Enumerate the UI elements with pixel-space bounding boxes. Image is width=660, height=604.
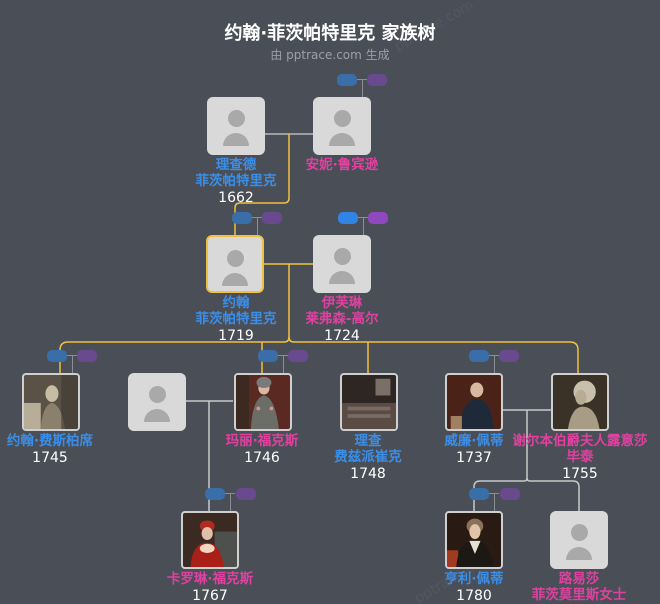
avatar-placeholder-icon xyxy=(333,248,351,265)
expand-mother-toggle[interactable] xyxy=(236,488,256,500)
person-surname[interactable]: 费兹派崔克 xyxy=(334,449,402,465)
person-year: 1719 xyxy=(218,328,254,344)
person-name[interactable]: 亨利·佩蒂 xyxy=(444,571,504,587)
toggle-connector xyxy=(363,217,364,235)
avatar-placeholder-icon xyxy=(226,250,244,267)
avatar-placeholder-icon xyxy=(148,386,166,403)
person-name[interactable]: 理查 xyxy=(354,433,382,449)
avatar-placeholder-icon xyxy=(570,524,588,541)
avatar-body xyxy=(222,273,248,286)
person-name[interactable]: 玛丽·福克斯 xyxy=(225,433,299,449)
portrait-image xyxy=(447,375,501,429)
person-year: 1745 xyxy=(32,450,68,466)
person-surname[interactable]: 菲茨帕特里克 xyxy=(195,173,277,189)
portrait-image xyxy=(183,513,237,567)
toggle-connector xyxy=(362,79,363,97)
person-card-caroline-fox[interactable] xyxy=(181,511,239,569)
person-year: 1662 xyxy=(218,190,254,206)
person-year: 1767 xyxy=(192,588,228,604)
expand-mother-toggle[interactable] xyxy=(77,350,97,362)
person-year: 1748 xyxy=(350,466,386,482)
avatar-body xyxy=(566,547,592,560)
person-card-anne-robinson[interactable] xyxy=(313,97,371,155)
person-name[interactable]: 威廉·佩蒂 xyxy=(444,433,504,449)
portrait-image xyxy=(342,375,396,429)
page-subtitle: 由 pptrace.com 生成 xyxy=(270,48,390,62)
avatar-body xyxy=(329,271,355,284)
expand-father-toggle[interactable] xyxy=(205,488,225,500)
person-year: 1755 xyxy=(562,466,598,482)
avatar-body xyxy=(144,409,170,422)
person-card-henry-petty[interactable] xyxy=(445,511,503,569)
person-name[interactable]: 路易莎 xyxy=(558,571,600,587)
person-card-evelyn-1724[interactable] xyxy=(313,235,371,293)
expand-mother-toggle[interactable] xyxy=(288,350,308,362)
person-surname[interactable]: 菲茨莫里斯女士 xyxy=(531,587,627,603)
person-card-louisa[interactable] xyxy=(551,373,609,431)
portrait-image xyxy=(236,375,290,429)
person-card-john-1719[interactable] xyxy=(206,235,264,293)
expand-mother-toggle[interactable] xyxy=(500,488,520,500)
expand-father-toggle[interactable] xyxy=(338,212,358,224)
avatar-placeholder-icon xyxy=(333,110,351,127)
person-name[interactable]: 理查德 xyxy=(215,157,257,173)
person-name[interactable]: 谢尔本伯爵夫人露意莎 xyxy=(512,433,648,449)
person-year: 1746 xyxy=(244,450,280,466)
person-surname[interactable]: 菲茨帕特里克 xyxy=(195,311,277,327)
person-name[interactable]: 安妮·鲁宾逊 xyxy=(305,157,379,173)
portrait-image xyxy=(447,513,501,567)
person-name[interactable]: 伊芙琳 xyxy=(321,295,363,311)
toggle-connector xyxy=(283,355,284,373)
expand-father-toggle[interactable] xyxy=(469,488,489,500)
expand-father-toggle[interactable] xyxy=(469,350,489,362)
expand-father-toggle[interactable] xyxy=(47,350,67,362)
person-card-richard-1748[interactable] xyxy=(340,373,398,431)
expand-father-toggle[interactable] xyxy=(337,74,357,86)
person-card-william-petty[interactable] xyxy=(445,373,503,431)
avatar-body xyxy=(223,133,249,146)
expand-mother-toggle[interactable] xyxy=(499,350,519,362)
person-surname[interactable]: 莱弗森-高尔 xyxy=(305,311,379,327)
page-title: 约翰·菲茨帕特里克 家族树 xyxy=(224,23,436,44)
person-card-richard-1662[interactable] xyxy=(207,97,265,155)
person-card-louisa-fitzmaurice[interactable] xyxy=(550,511,608,569)
expand-mother-toggle[interactable] xyxy=(262,212,282,224)
person-year: 1724 xyxy=(324,328,360,344)
toggle-connector xyxy=(230,493,231,511)
person-name[interactable]: 卡罗琳·福克斯 xyxy=(166,571,254,587)
expand-mother-toggle[interactable] xyxy=(367,74,387,86)
toggle-connector xyxy=(494,493,495,511)
person-surname[interactable]: 毕泰 xyxy=(566,449,594,465)
portrait-image xyxy=(24,375,78,429)
person-name[interactable]: 约翰·费斯柏席 xyxy=(6,433,94,449)
person-year: 1780 xyxy=(456,588,492,604)
expand-mother-toggle[interactable] xyxy=(368,212,388,224)
avatar-placeholder-icon xyxy=(227,110,245,127)
portrait-image xyxy=(553,375,607,429)
toggle-connector xyxy=(494,355,495,373)
avatar-body xyxy=(329,133,355,146)
toggle-connector xyxy=(257,217,258,235)
expand-father-toggle[interactable] xyxy=(258,350,278,362)
expand-father-toggle[interactable] xyxy=(232,212,252,224)
person-card-mary-fox[interactable] xyxy=(234,373,292,431)
person-year: 1737 xyxy=(456,450,492,466)
person-card-john-1745[interactable] xyxy=(22,373,80,431)
person-name[interactable]: 约翰 xyxy=(222,295,250,311)
toggle-connector xyxy=(72,355,73,373)
person-card-unknown-spouse[interactable] xyxy=(128,373,186,431)
